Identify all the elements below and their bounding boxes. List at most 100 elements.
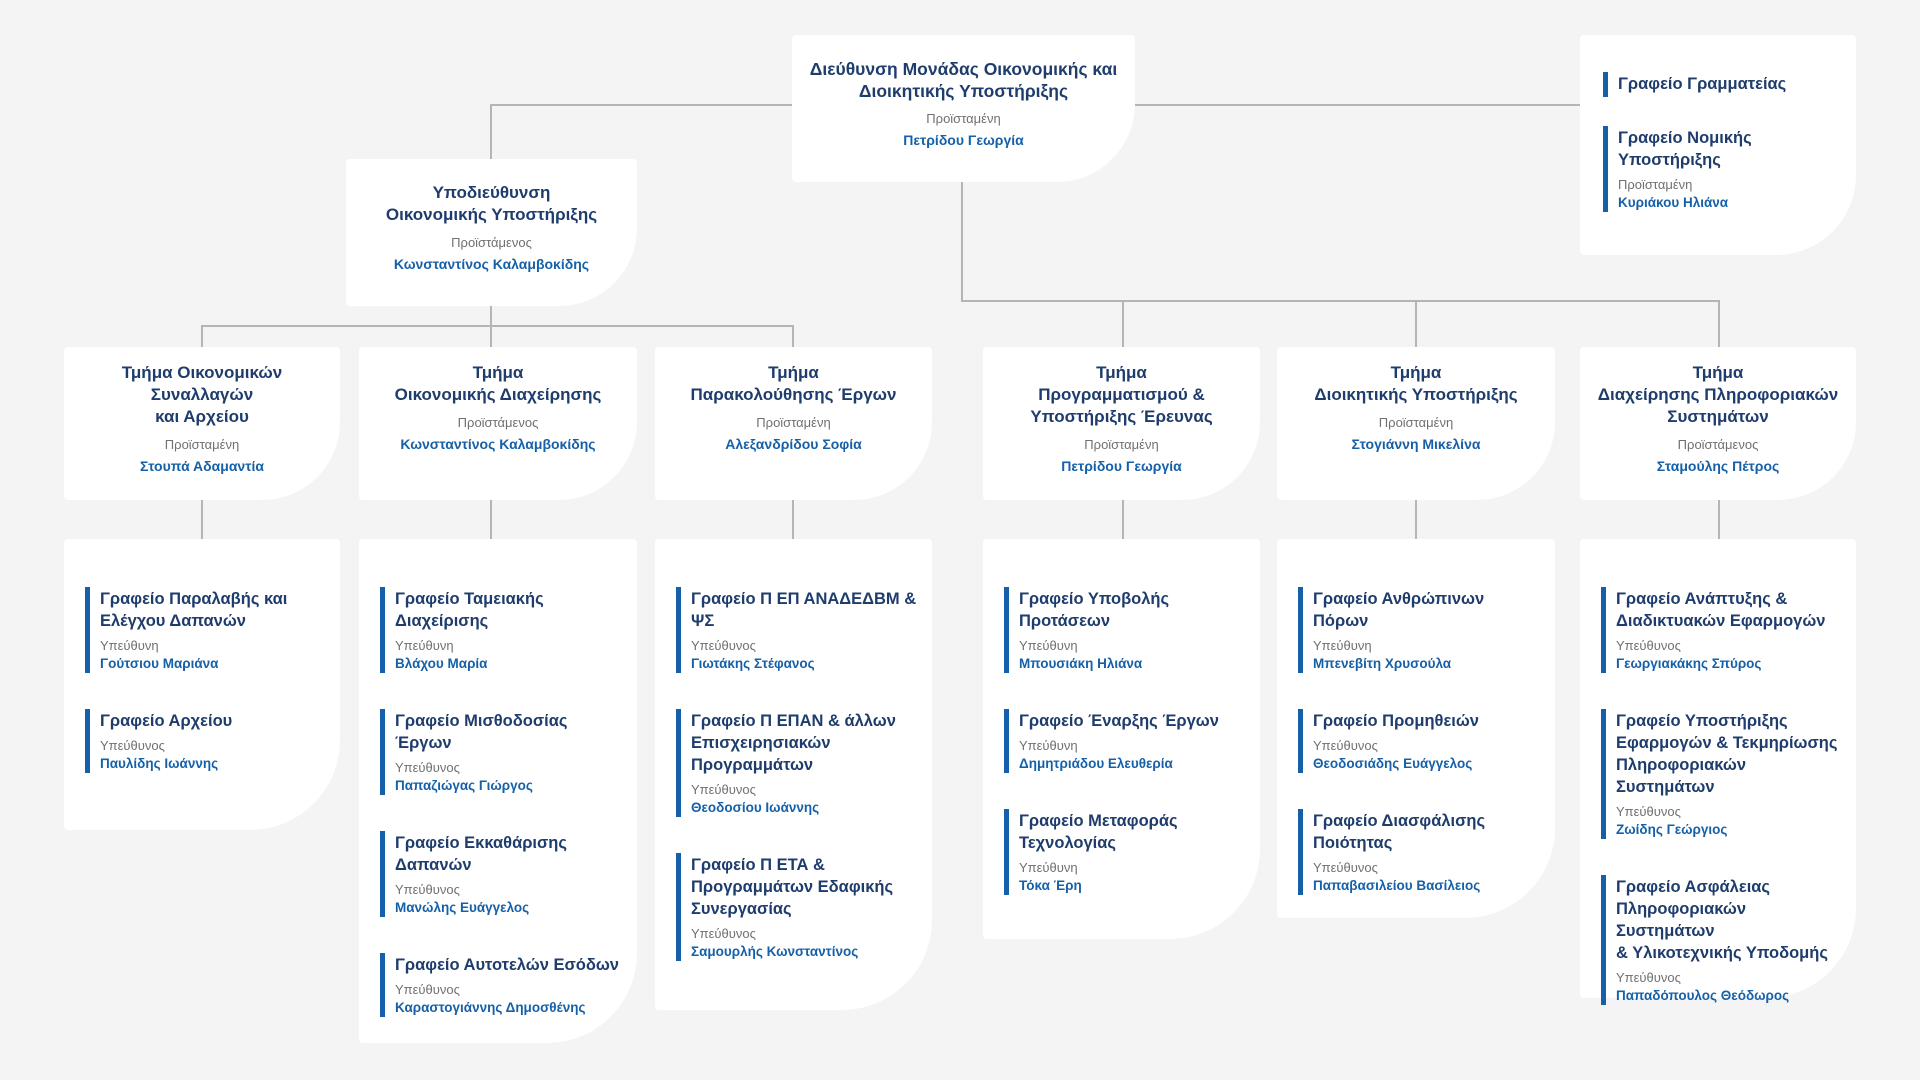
office-role-label: Υπεύθυνος: [1616, 638, 1681, 653]
office-title: Γραφείο Υποστήριξης Εφαρμογών & Τεκμηρίω…: [1616, 712, 1838, 796]
office-item: Γραφείο Προμηθειών Υπεύθυνος Θεοδοσιάδης…: [1298, 709, 1543, 773]
office-head-name: Ζωίδης Γεώργιος: [1616, 822, 1728, 837]
direction-role-label: Προϊσταμένη: [926, 111, 1001, 126]
connector-line: [201, 500, 203, 539]
dept-role-label: Προϊστάμενος: [457, 415, 539, 430]
connector-line: [961, 300, 1720, 302]
office-item: Γραφείο Ανάπτυξης & Διαδικτυακών Εφαρμογ…: [1601, 587, 1844, 673]
office-head-name: Μπουσιάκη Ηλιάνα: [1019, 656, 1143, 671]
connector-line: [961, 182, 963, 302]
office-title: Γραφείο Προμηθειών: [1313, 712, 1479, 730]
dept-role-label: Προϊσταμένη: [164, 437, 240, 452]
dept-head-name: Σταμούλης Πέτρος: [1656, 458, 1780, 474]
office-title: Γραφείο Γραμματείας: [1618, 75, 1787, 93]
connector-line: [490, 325, 492, 348]
office-role-label: Υπεύθυνος: [691, 782, 756, 797]
office-title: Γραφείο Αρχείου: [100, 712, 233, 730]
office-title: Γραφείο Π ΕΠΑΝ & άλλων Επισχειρησιακών Π…: [691, 712, 896, 774]
dept-node-planning-research-support: Τμήμα Προγραμματισμού & Υποστήριξης Έρευ…: [983, 347, 1260, 500]
office-item: Γραφείο Π ΕΤΑ & Προγραμμάτων Εδαφικής Συ…: [676, 853, 920, 961]
office-item: Γραφείο Μεταφοράς Τεχνολογίας Υπεύθυνη Τ…: [1004, 809, 1248, 895]
office-title: Γραφείο Υποβολής Προτάσεων: [1019, 590, 1170, 630]
office-head-name: Θεοδοσιάδης Ευάγγελος: [1313, 756, 1473, 771]
office-title: Γραφείο Ταμειακής Διαχείρισης: [395, 590, 544, 630]
office-item: Γραφείο Ασφάλειας Πληροφοριακών Συστημάτ…: [1601, 875, 1844, 1005]
connector-line: [490, 500, 492, 539]
office-head-name: Βλάχου Μαρία: [395, 656, 488, 671]
office-role-label: Υπεύθυνος: [395, 882, 460, 897]
dept-role-label: Προϊσταμένη: [1084, 437, 1159, 452]
connector-line: [1415, 300, 1417, 347]
office-head-name: Μανώλης Ευάγγελος: [395, 900, 530, 915]
office-item: Γραφείο Αυτοτελών Εσόδων Υπεύθυνος Καρασ…: [380, 953, 625, 1017]
office-item: Γραφείο Έναρξης Έργων Υπεύθυνη Δημητριάδ…: [1004, 709, 1248, 773]
office-role-label: Υπεύθυνος: [1313, 860, 1378, 875]
dept-role-label: Προϊσταμένη: [1378, 415, 1454, 430]
dept-head-name: Αλεξανδρίδου Σοφία: [725, 436, 862, 452]
office-title: Γραφείο Π ΕΠ ΑΝΑΔΕΔΒΜ & ΨΣ: [691, 590, 917, 630]
dept-node-project-monitoring: Τμήμα Παρακολούθησης Έργων Προϊσταμένη Α…: [655, 347, 932, 500]
office-item: Γραφείο Π ΕΠΑΝ & άλλων Επισχειρησιακών Π…: [676, 709, 920, 817]
office-item: Γραφείο Ανθρώπινων Πόρων Υπεύθυνη Μπενεβ…: [1298, 587, 1543, 673]
office-role-label: Υπεύθυνη: [1019, 860, 1078, 875]
office-item: Γραφείο Μισθοδοσίας Έργων Υπεύθυνος Παπα…: [380, 709, 625, 795]
office-role-label: Υπεύθυνη: [1019, 638, 1078, 653]
dept-role-label: Προϊσταμένη: [756, 415, 831, 430]
office-role-label: Υπεύθυνος: [100, 738, 165, 753]
connector-line: [201, 325, 203, 348]
subdivision-head-name: Κωνσταντίνος Καλαμβοκίδης: [393, 256, 590, 272]
office-role-label: Υπεύθυνος: [1313, 738, 1378, 753]
dept-title: Τμήμα Παρακολούθησης Έργων: [690, 363, 897, 404]
org-node-direction: Διεύθυνση Μονάδας Οικονομικής και Διοικη…: [792, 35, 1135, 182]
office-role-label: Υπεύθυνος: [691, 638, 756, 653]
office-title: Γραφείο Αυτοτελών Εσόδων: [395, 956, 619, 974]
offices-card-financial-management: Γραφείο Ταμειακής Διαχείρισης Υπεύθυνη Β…: [359, 539, 637, 1043]
dept-head-name: Στουπά Αδαμαντία: [140, 458, 264, 474]
dept-head-name: Στογιάννη Μικελίνα: [1351, 436, 1481, 452]
office-head-name: Δημητριάδου Ελευθερία: [1019, 756, 1173, 771]
connector-line: [1718, 500, 1720, 539]
office-title: Γραφείο Παραλαβής και Ελέγχου Δαπανών: [100, 590, 288, 630]
office-role-label: Προϊσταμένη: [1618, 177, 1693, 192]
dept-node-financial-management: Τμήμα Οικονομικής Διαχείρησης Προϊστάμεν…: [359, 347, 637, 500]
dept-title: Τμήμα Διοικητικής Υποστήριξης: [1314, 363, 1518, 404]
office-head-name: Γούτσιου Μαριάνα: [100, 656, 219, 671]
office-head-name: Παυλίδης Ιωάννης: [100, 756, 219, 771]
dept-node-financial-transactions-archive: Τμήμα Οικονομικών Συναλλαγών και Αρχείου…: [64, 347, 340, 500]
offices-card-administrative-support: Γραφείο Ανθρώπινων Πόρων Υπεύθυνη Μπενεβ…: [1277, 539, 1555, 918]
dept-title: Τμήμα Προγραμματισμού & Υποστήριξης Έρευ…: [1030, 363, 1213, 426]
office-title: Γραφείο Νομικής Υποστήριξης: [1618, 129, 1752, 169]
office-title: Γραφείο Έναρξης Έργων: [1019, 712, 1219, 730]
connector-line: [490, 306, 492, 326]
office-role-label: Υπεύθυνος: [395, 982, 460, 997]
subdivision-role-label: Προϊστάμενος: [451, 235, 532, 250]
connector-line: [201, 325, 794, 327]
office-title: Γραφείο Ανθρώπινων Πόρων: [1313, 590, 1485, 630]
connector-line: [1135, 104, 1581, 106]
connector-line: [1122, 500, 1124, 539]
office-head-name: Σαμουρλής Κωνσταντίνος: [691, 944, 859, 959]
office-item: Γραφείο Διασφάλισης Ποιότητας Υπεύθυνος …: [1298, 809, 1543, 895]
office-head-name: Τόκα Έρη: [1019, 878, 1082, 893]
office-head-name: Παπαζιώγας Γιώργος: [395, 778, 533, 793]
dept-title: Τμήμα Οικονομικών Συναλλαγών και Αρχείου: [121, 363, 283, 426]
office-head-name: Μπενεβίτη Χρυσούλα: [1313, 656, 1452, 671]
dept-title: Τμήμα Οικονομικής Διαχείρησης: [394, 363, 602, 404]
office-item-secretariat: Γραφείο Γραμματείας: [1603, 72, 1844, 97]
office-role-label: Υπεύθυνη: [395, 638, 454, 653]
office-item: Γραφείο Υποστήριξης Εφαρμογών & Τεκμηρίω…: [1601, 709, 1844, 839]
dept-node-information-systems: Τμήμα Διαχείρησης Πληροφοριακών Συστημάτ…: [1580, 347, 1856, 500]
office-role-label: Υπεύθυνος: [1616, 804, 1681, 819]
connector-line: [792, 325, 794, 348]
offices-card-financial-transactions-archive: Γραφείο Παραλαβής και Ελέγχου Δαπανών Υπ…: [64, 539, 340, 830]
office-role-label: Υπεύθυνη: [1313, 638, 1372, 653]
connector-line: [1718, 300, 1720, 347]
office-title: Γραφείο Π ΕΤΑ & Προγραμμάτων Εδαφικής Συ…: [691, 856, 894, 918]
direction-head-name: Πετρίδου Γεωργία: [903, 132, 1024, 148]
office-role-label: Υπεύθυνη: [100, 638, 159, 653]
connector-line: [792, 500, 794, 539]
office-head-name: Γεωργιακάκης Σπύρος: [1616, 656, 1762, 671]
office-head-name: Θεοδοσίου Ιωάννης: [691, 800, 820, 815]
direction-title: Διεύθυνση Μονάδας Οικονομικής και Διοικη…: [809, 59, 1118, 101]
office-title: Γραφείο Ασφάλειας Πληροφοριακών Συστημάτ…: [1616, 878, 1828, 962]
